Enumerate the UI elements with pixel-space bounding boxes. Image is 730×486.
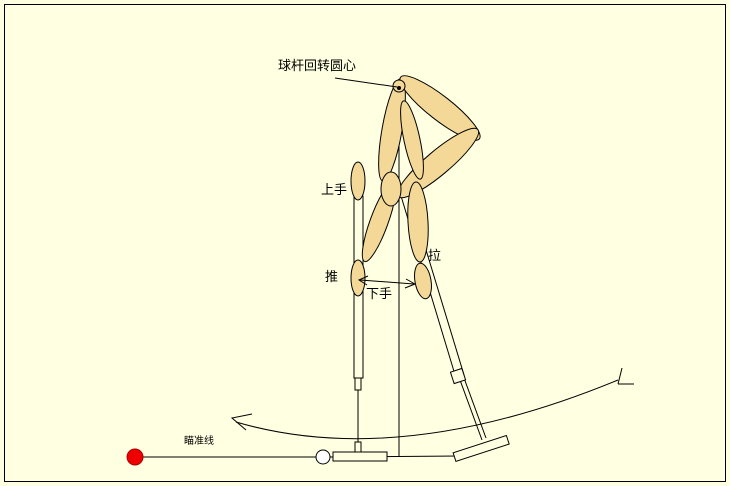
tilted-club-shaft-lower-2 xyxy=(463,377,487,439)
upper-hand-tilted xyxy=(380,171,402,207)
tilted-club-grip-end xyxy=(449,367,467,385)
tilted-club-head xyxy=(452,434,510,463)
push-label: 推 xyxy=(325,270,339,285)
upper-hand-at-address xyxy=(350,161,366,201)
force-arrow-left-head xyxy=(357,275,369,286)
pivot-dot xyxy=(397,86,401,90)
swing-arc-end-mark xyxy=(617,367,634,385)
force-arrow-right-head xyxy=(404,278,417,289)
pivot-leader-line xyxy=(334,77,398,88)
golf-ball-red xyxy=(126,448,144,466)
address-club-head xyxy=(332,451,388,462)
pivot-label: 球杆回转圆心 xyxy=(278,59,357,74)
lower-hand-at-address xyxy=(350,259,366,297)
force-arrow-line xyxy=(359,279,415,285)
middle-arm xyxy=(400,100,424,180)
swing-arc xyxy=(235,379,619,440)
right-upper-arm xyxy=(399,75,481,141)
swing-arc-arrowhead xyxy=(230,413,253,431)
lower-hand-label: 下手 xyxy=(366,287,393,302)
pull-label: 拉 xyxy=(428,249,442,264)
aim-line-label: 瞄准线 xyxy=(184,436,214,447)
golf-ball-address xyxy=(315,449,331,465)
address-club-grip-end xyxy=(354,377,362,391)
lower-hand-tilted xyxy=(414,262,432,300)
diagram-frame xyxy=(4,4,726,482)
lower-right-forearm xyxy=(407,181,429,263)
arms-group xyxy=(350,75,481,300)
upper-hand-label: 上手 xyxy=(321,183,348,198)
tilted-club-shaft-lower xyxy=(459,379,483,441)
